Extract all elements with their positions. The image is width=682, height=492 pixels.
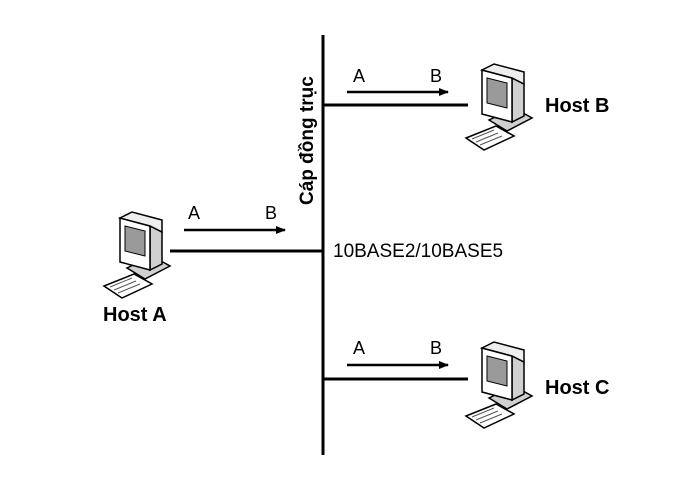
arrow-b-from-label: A (353, 66, 365, 86)
arrow-a-from-label: A (188, 203, 200, 223)
arrow-c-from-label: A (353, 338, 365, 358)
cable-standard-label: 10BASE2/10BASE5 (333, 241, 503, 262)
host-b-label: Host B (545, 95, 609, 117)
cable-type-label: Cáp đồng trục (297, 76, 318, 205)
arrow-b-to-label: B (430, 66, 442, 86)
host-b-computer-icon (465, 63, 533, 151)
host-c-computer-icon (465, 341, 533, 429)
arrow-c-to-label: B (430, 338, 442, 358)
host-a-computer-icon (103, 211, 171, 299)
host-a-label: Host A (103, 304, 167, 326)
host-c-label: Host C (545, 377, 609, 399)
arrow-a-to-label: B (265, 203, 277, 223)
